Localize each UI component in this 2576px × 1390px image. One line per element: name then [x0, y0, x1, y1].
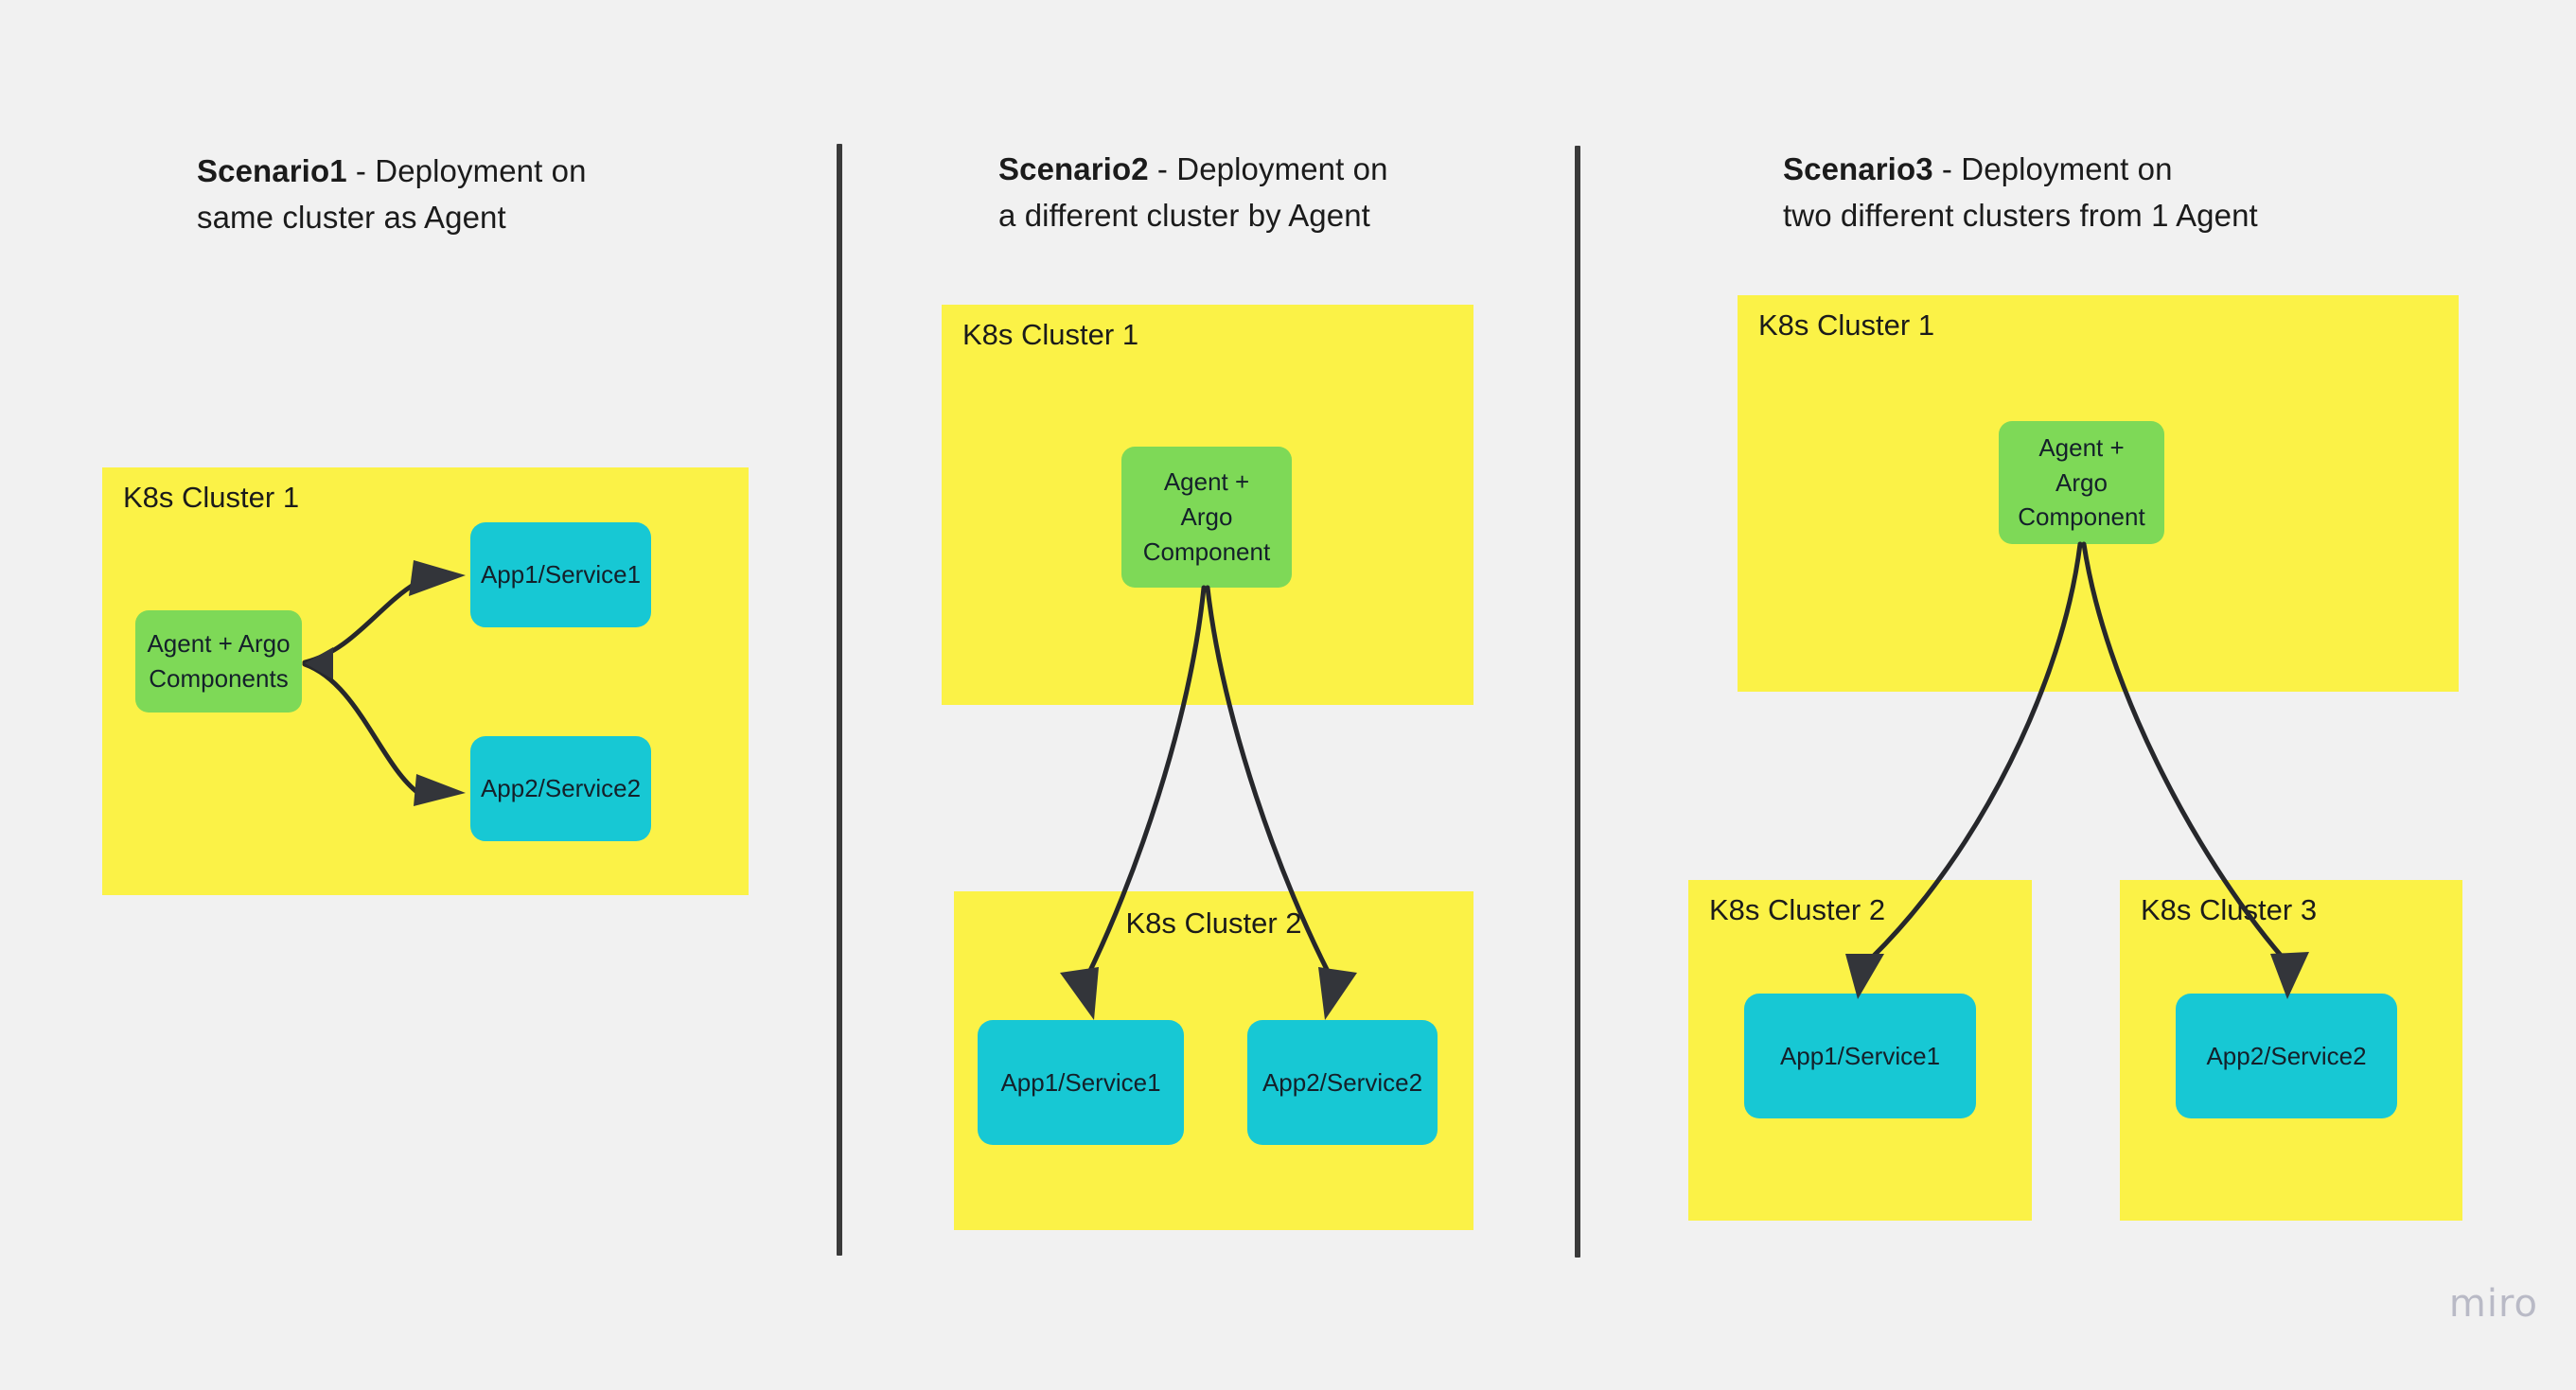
- scenario-divider-1: [837, 144, 842, 1256]
- scenario-divider-2: [1575, 146, 1580, 1258]
- scenario1-title-rest: - Deployment on same cluster as Agent: [197, 153, 587, 235]
- scenario1-app1-node[interactable]: App1/Service1: [470, 522, 651, 627]
- cluster-label: K8s Cluster 3: [2141, 893, 2318, 926]
- scenario3-app1-node[interactable]: App1/Service1: [1744, 994, 1976, 1118]
- scenario1-title: Scenario1 - Deployment on same cluster a…: [197, 149, 587, 241]
- scenario2-title-rest: - Deployment on a different cluster by A…: [998, 151, 1388, 233]
- scenario2-app1-node[interactable]: App1/Service1: [978, 1020, 1184, 1145]
- cluster-label: K8s Cluster 2: [1709, 893, 1886, 926]
- cluster-label: K8s Cluster 2: [1125, 906, 1302, 940]
- scenario2-title: Scenario2 - Deployment on a different cl…: [998, 147, 1388, 239]
- scenario2-app2-node[interactable]: App2/Service2: [1247, 1020, 1438, 1145]
- scenario1-agent-node[interactable]: Agent + Argo Components: [135, 610, 302, 713]
- scenario3-title-rest: - Deployment on two different clusters f…: [1783, 151, 2258, 233]
- scenario2-agent-node[interactable]: Agent + Argo Component: [1121, 447, 1292, 588]
- scenario3-title-strong: Scenario3: [1783, 151, 1933, 186]
- cluster-label: K8s Cluster 1: [962, 318, 1139, 351]
- cluster-label: K8s Cluster 1: [123, 481, 300, 514]
- scenario3-app2-node[interactable]: App2/Service2: [2176, 994, 2397, 1118]
- cluster-label: K8s Cluster 1: [1758, 308, 1935, 342]
- scenario1-app2-node[interactable]: App2/Service2: [470, 736, 651, 841]
- scenario1-title-strong: Scenario1: [197, 153, 347, 188]
- miro-watermark: miro: [2448, 1282, 2538, 1326]
- scenario2-title-strong: Scenario2: [998, 151, 1149, 186]
- scenario3-title: Scenario3 - Deployment on two different …: [1783, 147, 2258, 239]
- scenario3-agent-node[interactable]: Agent + Argo Component: [1999, 421, 2164, 544]
